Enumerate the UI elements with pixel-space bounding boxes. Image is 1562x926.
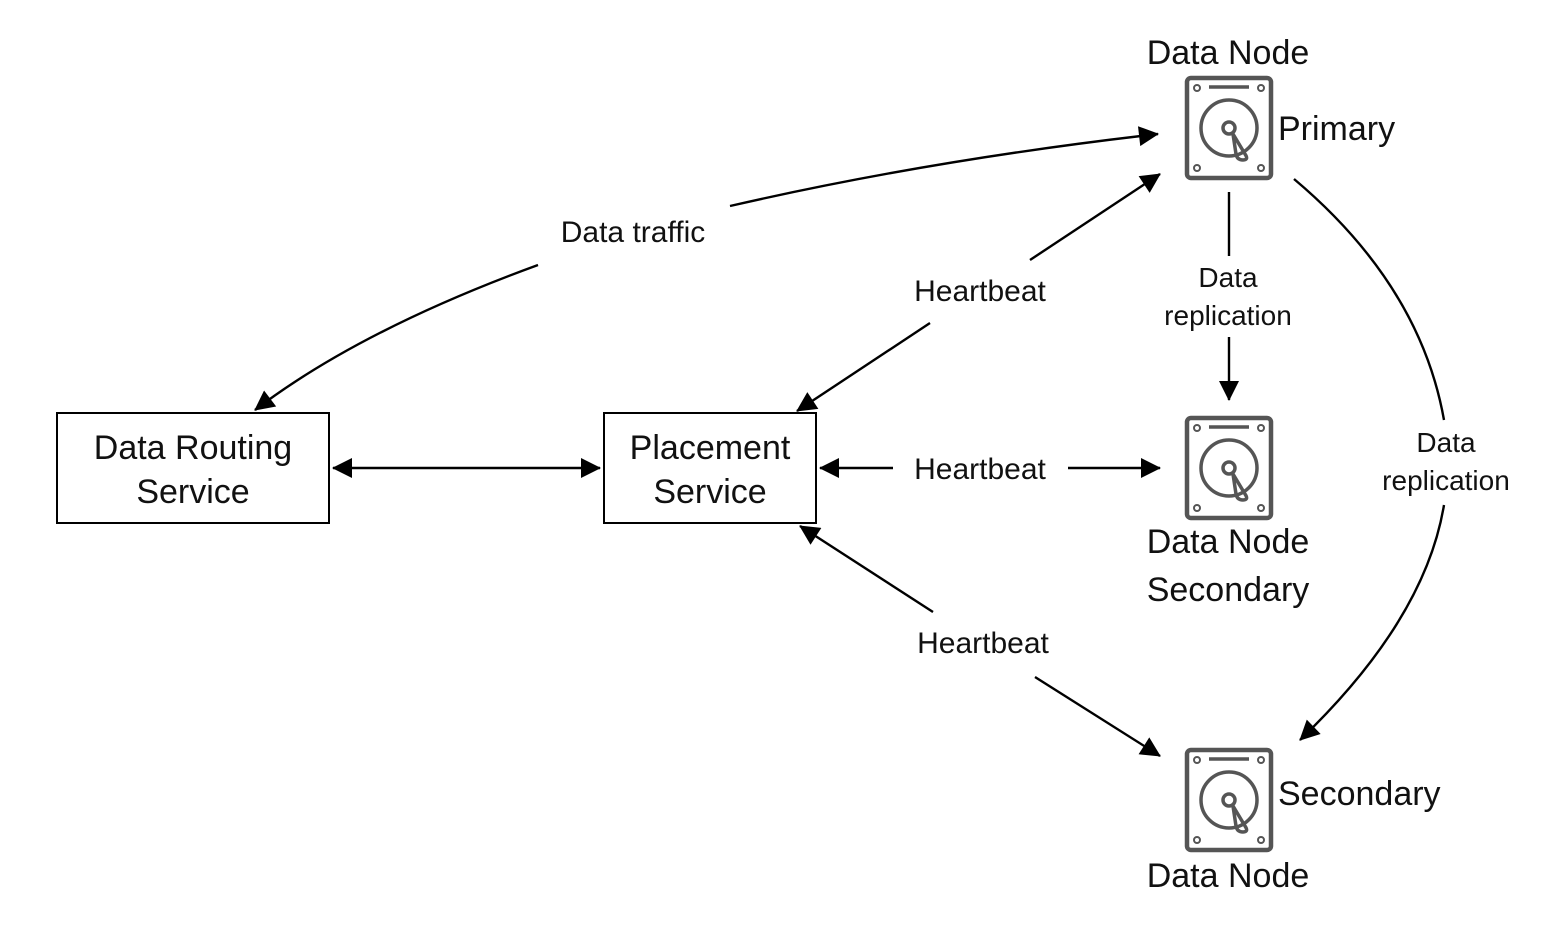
heartbeat-secondary1-label: Heartbeat <box>914 453 1046 486</box>
data-routing-service-label-line2: Service <box>136 473 249 511</box>
data-traffic-edge-to-routing <box>254 263 539 411</box>
primary-data-node: Data Node Primary <box>1147 34 1395 178</box>
heartbeat-secondary2-edge-lower <box>1034 675 1161 758</box>
secondary-data-node-bottom: Secondary Data Node <box>1147 750 1441 895</box>
heartbeat-primary-edge-upper <box>1029 172 1161 262</box>
placement-service-label-line1: Placement <box>630 429 791 467</box>
replication-secondary2-edge-lower <box>1299 504 1446 741</box>
primary-node-title: Data Node <box>1147 34 1310 72</box>
secondary-data-node-middle: Data Node Secondary <box>1147 418 1310 609</box>
placement-service-box: Placement Service <box>603 412 817 524</box>
replication-secondary1-label-line1: Data <box>1198 262 1258 293</box>
replication-secondary2-label-line1: Data <box>1416 427 1476 458</box>
primary-node-role: Primary <box>1278 110 1395 148</box>
hard-drive-icon <box>1187 750 1271 850</box>
secondary-node-middle-title: Data Node <box>1147 523 1310 561</box>
hard-drive-icon <box>1187 78 1271 178</box>
replication-secondary2-label-line2: replication <box>1382 465 1510 496</box>
replication-secondary2-edge-upper <box>1293 178 1446 421</box>
heartbeat-secondary2-label: Heartbeat <box>917 627 1049 660</box>
replication-secondary1-label-line2: replication <box>1164 300 1292 331</box>
heartbeat-primary-label: Heartbeat <box>914 275 1046 308</box>
data-traffic-edge-to-primary <box>729 126 1159 208</box>
heartbeat-secondary2-edge-upper <box>799 524 934 614</box>
placement-service-label-line2: Service <box>653 473 766 511</box>
secondary-node-middle-role: Secondary <box>1147 571 1310 609</box>
secondary-node-bottom-title: Data Node <box>1147 857 1310 895</box>
hard-drive-icon <box>1187 418 1271 518</box>
secondary-node-bottom-role: Secondary <box>1278 775 1441 813</box>
data-routing-service-label-line1: Data Routing <box>94 429 292 467</box>
data-routing-service-box: Data Routing Service <box>56 412 330 524</box>
data-traffic-label: Data traffic <box>561 216 706 249</box>
heartbeat-primary-edge-lower <box>796 321 931 413</box>
